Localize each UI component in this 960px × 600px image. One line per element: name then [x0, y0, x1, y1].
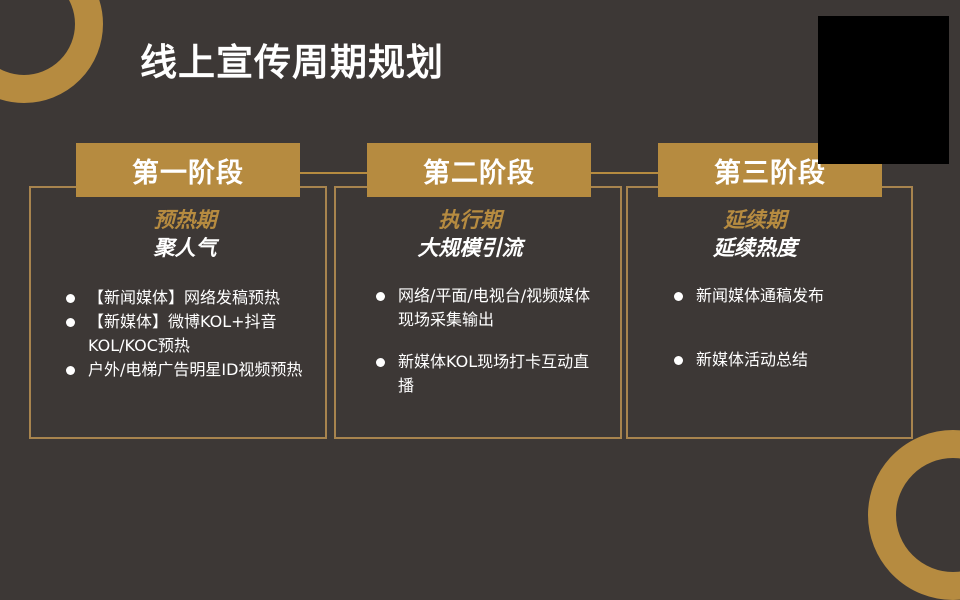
stage-1-phase: 预热期 聚人气 — [130, 206, 240, 262]
stage-2-phase: 执行期 大规模引流 — [400, 206, 540, 262]
list-item: 【新媒体】微博KOL+抖音KOL/KOC预热 — [66, 310, 316, 358]
list-item: 【新闻媒体】网络发稿预热 — [66, 286, 316, 310]
stage-3-items: 新闻媒体通稿发布 新媒体活动总结 — [674, 284, 894, 412]
page-title: 线上宣传周期规划 — [140, 41, 444, 84]
phase-subtitle: 预热期 — [153, 208, 217, 232]
phase-subtitle: 执行期 — [438, 208, 502, 232]
connector-line-2-3 — [591, 172, 658, 174]
redacted-image-block — [818, 16, 949, 164]
list-item: 新媒体活动总结 — [674, 348, 894, 372]
phase-subtitle: 延续期 — [723, 208, 787, 232]
list-item: 新闻媒体通稿发布 — [674, 284, 894, 308]
decorative-ring-top-left — [0, 0, 103, 103]
list-item: 户外/电梯广告明星ID视频预热 — [66, 358, 316, 382]
phase-title: 大规模引流 — [417, 236, 523, 260]
phase-title: 延续热度 — [713, 236, 797, 260]
stage-2-header: 第二阶段 — [367, 143, 591, 197]
connector-line-1-2 — [300, 172, 367, 174]
list-item: 网络/平面/电视台/视频媒体现场采集输出 — [376, 284, 596, 332]
stage-2-items: 网络/平面/电视台/视频媒体现场采集输出 新媒体KOL现场打卡互动直播 — [376, 284, 596, 416]
decorative-ring-bottom-right — [868, 430, 960, 600]
phase-title: 聚人气 — [153, 236, 217, 260]
list-item: 新媒体KOL现场打卡互动直播 — [376, 350, 596, 398]
stage-1-header: 第一阶段 — [76, 143, 300, 197]
stage-3-phase: 延续期 延续热度 — [690, 206, 820, 262]
stage-1-items: 【新闻媒体】网络发稿预热 【新媒体】微博KOL+抖音KOL/KOC预热 户外/电… — [66, 286, 316, 382]
